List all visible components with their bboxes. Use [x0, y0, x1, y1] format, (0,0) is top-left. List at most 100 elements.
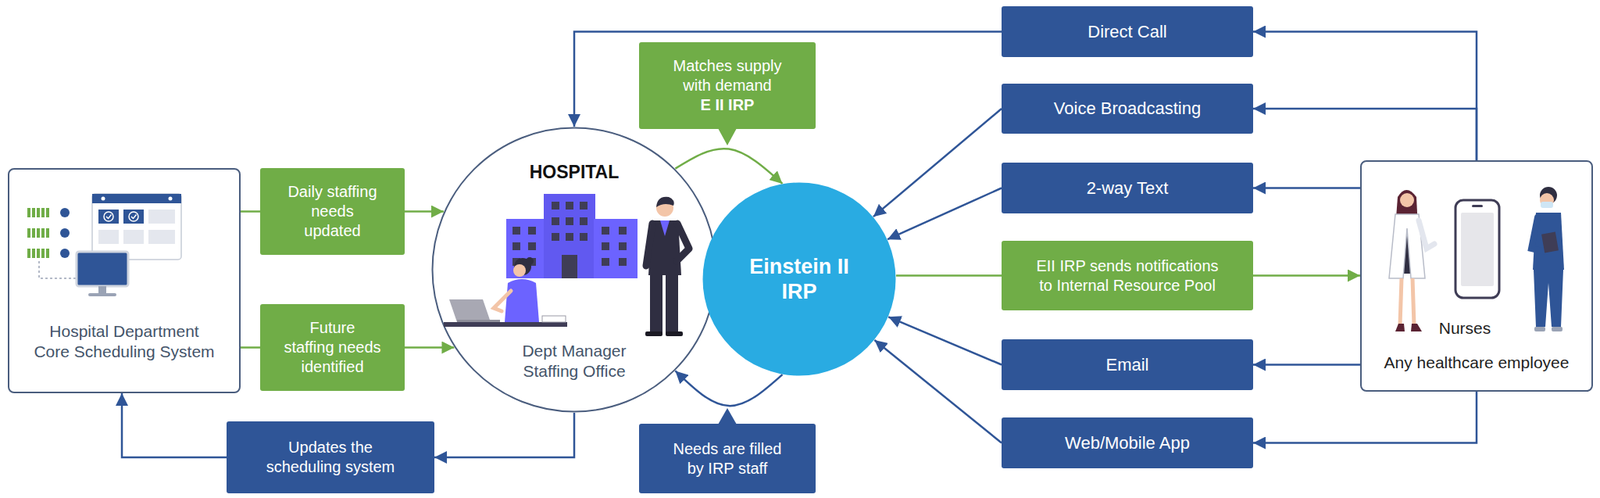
hospital-illustration: [645, 331, 663, 336]
hospital-illustration: [543, 193, 596, 279]
channel-box: Direct Call: [1001, 6, 1254, 58]
hospital-illustration: [506, 218, 546, 279]
node-label: Daily staffing needs updated: [283, 182, 383, 241]
hospital-illustration: [493, 290, 511, 311]
hospital-illustration: [579, 217, 588, 225]
people-illustration: [1389, 186, 1565, 332]
hospital-illustration: [665, 331, 683, 336]
scheduling-illustration: [148, 229, 175, 244]
connector-arrow: [434, 412, 575, 458]
step-box: Daily staffing needs updated: [260, 167, 405, 255]
scheduling-illustration: [27, 248, 31, 258]
node-label: Email: [1105, 353, 1149, 376]
connector-arrow: [240, 346, 261, 349]
hospital-illustration: [648, 220, 682, 275]
people-illustration: [1539, 186, 1558, 204]
step-box: Updates the scheduling system: [226, 421, 435, 493]
scheduling-illustration: [41, 228, 45, 238]
people-illustration: [1400, 192, 1415, 208]
callout-pointer: [717, 128, 737, 146]
hospital-illustration: [676, 223, 690, 261]
people-illustration: [1395, 323, 1405, 332]
scheduling-illustration: [123, 229, 144, 244]
scheduling-illustration: [92, 193, 182, 204]
people-illustration: [1418, 220, 1435, 249]
people-illustration: [1400, 278, 1402, 325]
node-label: Direct Call: [1087, 21, 1167, 43]
connector-arrow: [873, 108, 1002, 217]
hospital-illustration: [565, 232, 574, 241]
connector-arrow: [240, 210, 261, 213]
callout-box: Needs are filled by IRP staff: [639, 423, 816, 493]
hospital-illustration: [656, 196, 675, 208]
hospital-circle: HOSPITALDept Manager Staffing Office: [431, 126, 718, 413]
scheduling-illustration: [36, 207, 40, 218]
scheduling-illustration: [32, 228, 36, 238]
scheduling-illustration: [39, 260, 77, 279]
connector-arrow: [675, 148, 783, 184]
node-label: Einstein II IRP: [740, 253, 858, 305]
people-illustration: [1412, 278, 1415, 325]
scheduling-illustration: [46, 207, 50, 218]
hospital-illustration: [512, 257, 521, 266]
hospital-illustration: [443, 193, 690, 336]
people-illustration: [1534, 326, 1546, 332]
scheduling-illustration: [98, 209, 119, 224]
circle-outline: [703, 182, 897, 376]
scheduling-illustration: [60, 207, 70, 218]
circle-outline: [702, 182, 897, 376]
node-label: Needs are filled by IRP staff: [668, 439, 786, 479]
hospital-illustration: [565, 217, 574, 225]
hospital-illustration: [512, 242, 521, 250]
channel-box: 2-way Text: [1001, 162, 1254, 214]
scheduling-illustration: [106, 214, 112, 219]
employee-box: NursesAny healthcare employee: [1360, 160, 1593, 392]
scheduling-illustration: [148, 209, 175, 224]
people-illustration: [1455, 200, 1500, 298]
node-label: Voice Broadcasting: [1053, 97, 1201, 120]
scheduling-illustration: [32, 207, 36, 218]
hospital-illustration: [579, 232, 588, 241]
node-label: Web/Mobile App: [1064, 432, 1190, 454]
hospital-illustration: [542, 315, 566, 322]
hospital-illustration: [656, 199, 674, 217]
scheduling-illustration: [27, 228, 31, 238]
scheduling-illustration: [60, 228, 70, 238]
node-label: Future staffing needs identified: [283, 317, 383, 377]
people-illustration: [1389, 214, 1425, 279]
scheduling-illustration: [128, 211, 139, 222]
channel-box: Web/Mobile App: [1001, 417, 1254, 468]
hospital-illustration: [601, 242, 610, 250]
hospital-illustration: [565, 201, 574, 210]
people-illustration: [1531, 217, 1546, 252]
scheduling-illustration: [92, 193, 182, 260]
people-illustration: [1533, 269, 1564, 327]
connector-arrow: [874, 339, 1002, 443]
scheduling-illustration: [103, 211, 114, 222]
hospital-illustration: [660, 220, 670, 236]
people-illustration: [1471, 204, 1483, 208]
connector-arrow: [1253, 32, 1477, 161]
scheduling-illustration: [98, 229, 119, 244]
connector-group: [121, 32, 1477, 458]
node-label: E II IRP: [700, 95, 755, 115]
connector-arrow: [404, 210, 444, 213]
people-illustration: [1541, 232, 1559, 254]
hospital-illustration: [525, 257, 534, 265]
connector-arrow: [1253, 391, 1477, 443]
scheduling-illustration: [32, 248, 36, 258]
callout-pointer: [717, 407, 737, 425]
scheduling-illustration: [101, 196, 106, 201]
hospital-illustration: [457, 319, 500, 322]
system-box: Hospital Department Core Scheduling Syst…: [7, 167, 241, 393]
connector-arrow: [1253, 108, 1477, 161]
channel-box: EII IRP sends notifications to Internal …: [1001, 240, 1254, 311]
connector-arrow: [888, 316, 1002, 365]
people-illustration: [1539, 192, 1554, 208]
node-label: Any healthcare employee: [1384, 352, 1570, 373]
node-label: Hospital Department Core Scheduling Syst…: [32, 321, 217, 363]
hospital-illustration: [443, 321, 568, 327]
scheduling-illustration: [123, 209, 144, 224]
hospital-illustration: [528, 226, 536, 235]
